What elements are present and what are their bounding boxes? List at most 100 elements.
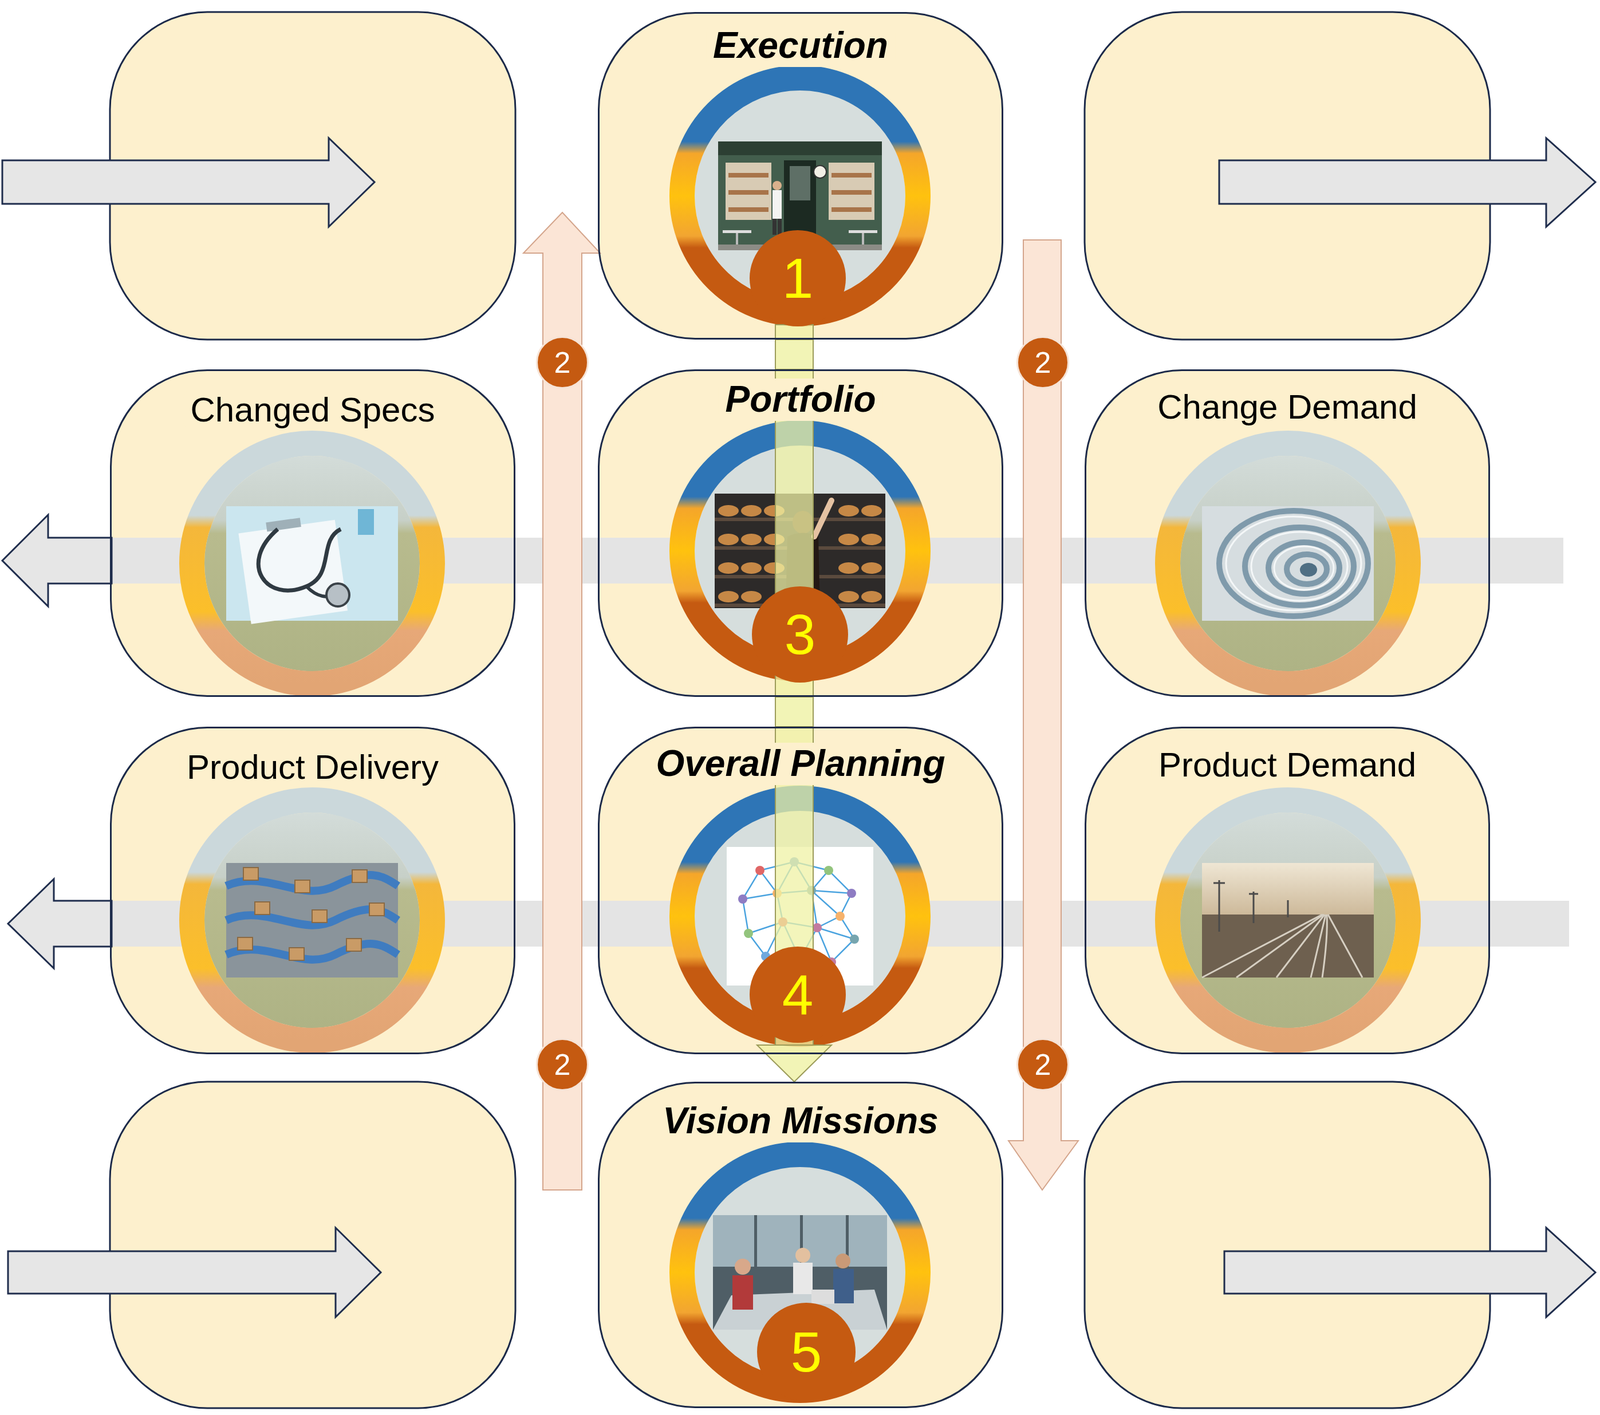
box-fill bbox=[109, 12, 1491, 1409]
ring-spiral bbox=[1251, 531, 1348, 601]
ring-spiral bbox=[1219, 510, 1369, 617]
node-title: Overall Planning bbox=[648, 742, 952, 786]
ring-conveyor bbox=[369, 903, 385, 916]
ring-conveyor bbox=[294, 880, 310, 893]
ring-railway bbox=[1202, 914, 1363, 978]
ring-storefront bbox=[772, 218, 777, 235]
ring-spiral bbox=[1244, 527, 1354, 606]
box-fill bbox=[597, 1081, 1004, 1409]
grey-arrow bbox=[1219, 138, 1596, 227]
ring-spiral bbox=[1226, 516, 1362, 611]
ring-conveyor bbox=[204, 812, 420, 1028]
pink-arrow bbox=[1008, 239, 1079, 1190]
callout-number: 5 bbox=[757, 1302, 856, 1402]
box-fill bbox=[597, 726, 1004, 1055]
ring-storefront bbox=[831, 207, 872, 212]
callout-number: 2 bbox=[536, 1038, 589, 1091]
grey-arrow bbox=[8, 1227, 381, 1318]
node-title: Vision Missions bbox=[655, 1100, 945, 1143]
box-fill bbox=[109, 369, 516, 697]
ring-bakery bbox=[861, 590, 882, 603]
flow-arrow bbox=[775, 696, 814, 727]
ring-storefront bbox=[813, 165, 827, 179]
node-title: Changed Specs bbox=[183, 389, 443, 430]
ring-bakery bbox=[838, 562, 859, 574]
ring-storefront bbox=[728, 190, 769, 195]
ring-spiral bbox=[1167, 443, 1409, 684]
rounded-box: Change Demand bbox=[1084, 369, 1491, 697]
ring-conveyor bbox=[237, 937, 253, 951]
pink-arrow bbox=[523, 212, 1079, 1190]
ring-storefront bbox=[789, 166, 811, 201]
ring-network bbox=[824, 865, 834, 876]
ring-storefront bbox=[772, 180, 782, 191]
ring-storefront bbox=[735, 233, 739, 246]
empty-box bbox=[1084, 1081, 1491, 1409]
ring-bakery bbox=[741, 590, 762, 603]
ring-conveyor bbox=[191, 800, 433, 1041]
ring-spiral bbox=[1286, 554, 1327, 585]
ring-railway bbox=[1327, 914, 1363, 978]
ring-spiral bbox=[1202, 506, 1374, 621]
ring-conveyor bbox=[346, 938, 362, 952]
ring-stethoscope bbox=[191, 443, 433, 684]
yellow-band bbox=[775, 324, 814, 340]
ring-network bbox=[846, 888, 857, 898]
ring-railway bbox=[1213, 882, 1225, 885]
ring-meeting bbox=[833, 1269, 854, 1304]
ring-meeting bbox=[734, 1258, 751, 1275]
ring-meeting bbox=[754, 1215, 849, 1267]
ring-storefront bbox=[828, 162, 875, 220]
flow-arrow bbox=[2, 514, 112, 607]
box-fill bbox=[1084, 369, 1491, 697]
node-title: Execution bbox=[706, 24, 896, 68]
ring-bakery bbox=[838, 505, 859, 517]
ring-storefront bbox=[718, 141, 882, 156]
ring-network bbox=[738, 894, 748, 904]
grey-arrow bbox=[2, 138, 1596, 1318]
ring-conveyor bbox=[312, 909, 327, 923]
ring-bakery bbox=[861, 505, 882, 517]
ring-storefront bbox=[848, 230, 878, 234]
ring-bakery bbox=[861, 533, 882, 546]
ring-bakery bbox=[741, 533, 762, 546]
ring-conveyor bbox=[243, 867, 259, 881]
ring-conveyor bbox=[254, 901, 270, 915]
flow-arrow bbox=[757, 1045, 832, 1082]
ring-spiral bbox=[1299, 562, 1318, 577]
callout-number: 1 bbox=[749, 230, 846, 327]
ring-railway bbox=[1276, 914, 1325, 978]
flow-arrow bbox=[775, 339, 814, 370]
node-title: Product Delivery bbox=[179, 747, 446, 787]
flow-arrow bbox=[775, 696, 814, 727]
grey-arrow bbox=[2, 138, 375, 227]
ring-stethoscope bbox=[204, 455, 420, 672]
callout-number: 2 bbox=[536, 336, 589, 389]
rounded-box: Product Demand bbox=[1084, 726, 1491, 1055]
box-fill bbox=[597, 12, 1004, 340]
ring-conveyor bbox=[226, 875, 398, 960]
ring-spiral bbox=[1268, 542, 1340, 594]
ring-meeting bbox=[732, 1275, 754, 1310]
ring-railway bbox=[1236, 914, 1324, 978]
ring-storefront bbox=[861, 233, 865, 246]
ring-stethoscope bbox=[265, 517, 302, 532]
ring-spiral bbox=[1274, 546, 1334, 590]
ring-railway bbox=[1167, 800, 1409, 1041]
ring-railway bbox=[1252, 891, 1255, 924]
node-title: Product Demand bbox=[1151, 745, 1424, 785]
ring-meeting bbox=[754, 1215, 758, 1267]
ring-network bbox=[743, 928, 754, 939]
ring-conveyor bbox=[352, 869, 368, 883]
ring-storefront bbox=[777, 218, 782, 235]
ring-storefront bbox=[772, 190, 782, 219]
empty-box bbox=[109, 1081, 516, 1409]
callout-number: 3 bbox=[751, 586, 849, 683]
grey-arrow bbox=[1224, 1227, 1596, 1318]
ring-bakery bbox=[741, 505, 762, 517]
flow-arrow bbox=[775, 339, 814, 370]
box-fill bbox=[1084, 726, 1491, 1055]
ring-railway bbox=[1248, 893, 1259, 896]
empty-box bbox=[109, 12, 1491, 1409]
